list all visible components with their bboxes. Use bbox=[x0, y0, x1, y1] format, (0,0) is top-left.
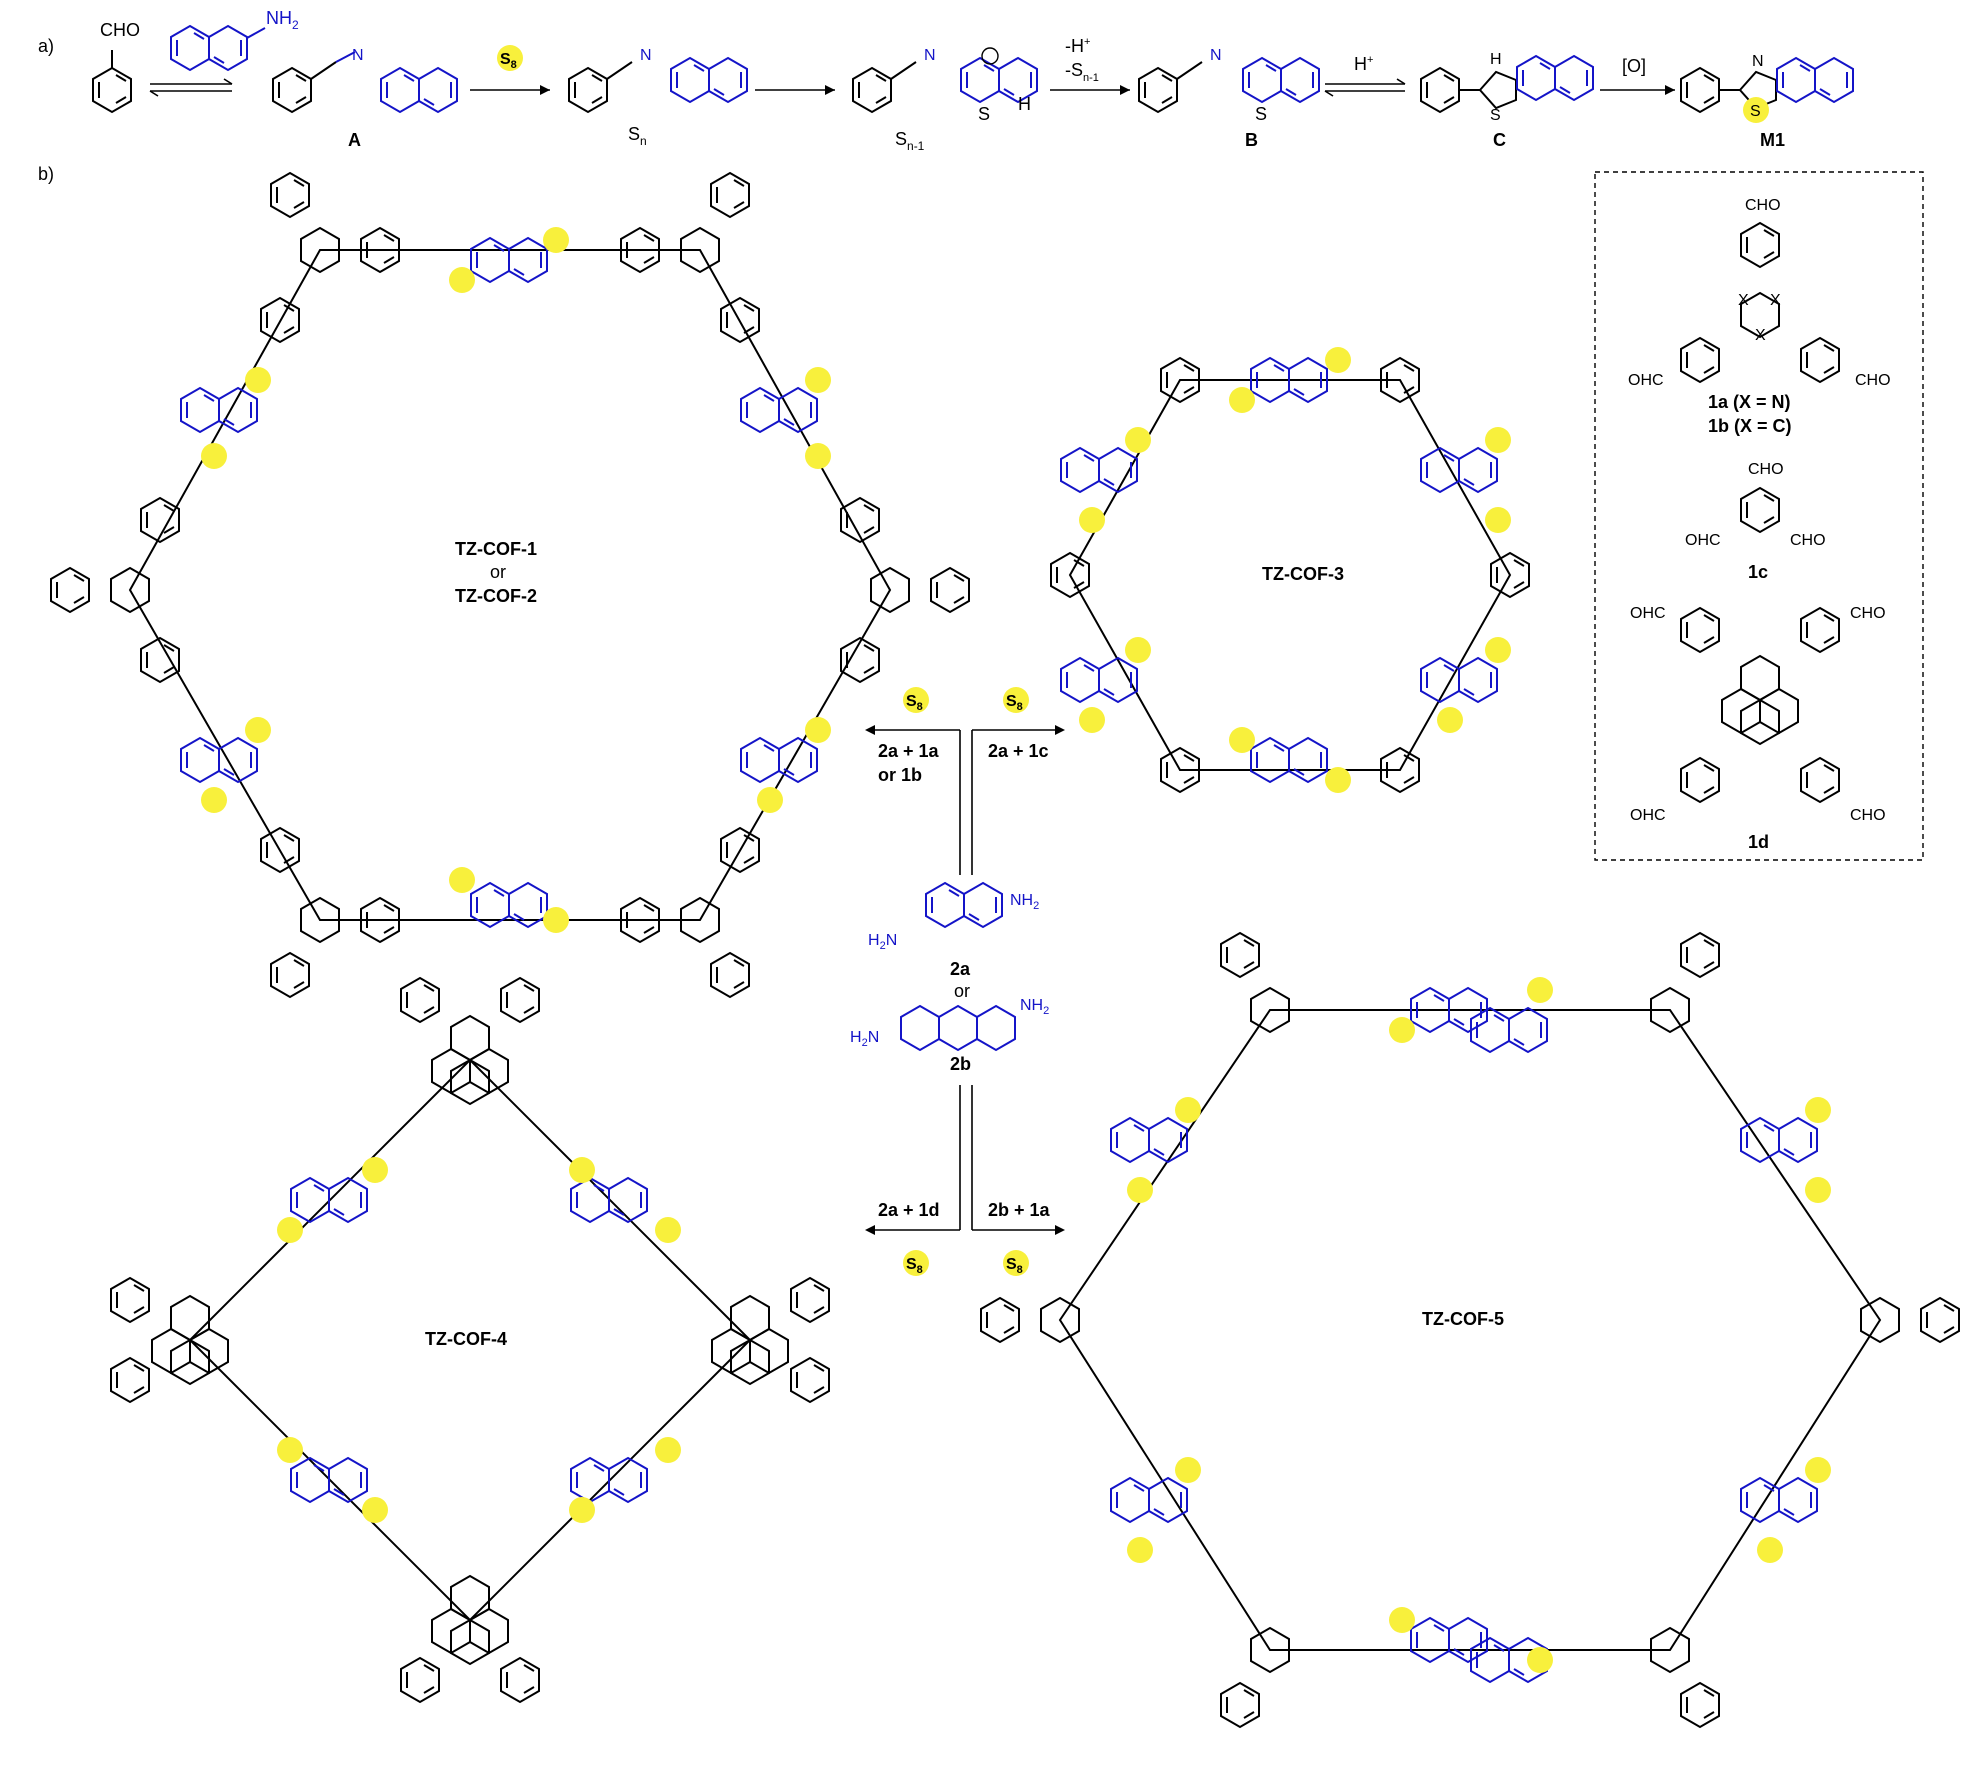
svg-text:H: H bbox=[1018, 94, 1031, 114]
svg-text:N: N bbox=[352, 47, 364, 64]
center-arrows-bottom bbox=[870, 1085, 1060, 1231]
svg-text:S8: S8 bbox=[500, 51, 517, 71]
equilibrium-arrow-1 bbox=[149, 78, 233, 97]
svg-text:S: S bbox=[978, 104, 990, 124]
svg-text:S8: S8 bbox=[1006, 1256, 1023, 1276]
condition-left-top-1: 2a + 1a bbox=[878, 741, 940, 761]
cof5-title: TZ-COF-5 bbox=[1422, 1309, 1504, 1329]
panel-label-a: a) bbox=[38, 36, 54, 56]
svg-text:[O]: [O] bbox=[1622, 56, 1646, 76]
svg-text:CHO: CHO bbox=[1790, 532, 1826, 549]
product-M1-structure: S N M1 bbox=[1680, 53, 1854, 150]
svg-text:NH2: NH2 bbox=[1010, 892, 1039, 912]
svg-text:CHO: CHO bbox=[1748, 461, 1784, 478]
svg-text:S8: S8 bbox=[906, 693, 923, 713]
label-C: C bbox=[1493, 130, 1506, 150]
label-A: A bbox=[348, 130, 361, 150]
svg-text:Sn-1: Sn-1 bbox=[895, 129, 925, 153]
label-1d: 1d bbox=[1748, 832, 1769, 852]
svg-text:NH2: NH2 bbox=[1020, 997, 1049, 1017]
svg-text:CHO: CHO bbox=[1850, 807, 1886, 824]
condition-right-top: 2a + 1c bbox=[988, 741, 1049, 761]
svg-text:H2N: H2N bbox=[850, 1029, 879, 1049]
svg-text:S8: S8 bbox=[1006, 693, 1023, 713]
monomer-legend-box bbox=[1594, 171, 1924, 861]
panel-label-b: b) bbox=[38, 164, 54, 184]
label-1a: 1a (X = N) bbox=[1708, 392, 1791, 412]
svg-text:OHC: OHC bbox=[1630, 605, 1666, 622]
imine-A-structure: N A bbox=[272, 47, 458, 150]
condition-right-bottom: 2b + 1a bbox=[988, 1200, 1051, 1220]
svg-text:X: X bbox=[1755, 327, 1766, 344]
cof4-title: TZ-COF-4 bbox=[425, 1329, 507, 1349]
svg-text:X: X bbox=[1738, 292, 1749, 309]
cho-label: CHO bbox=[100, 20, 140, 40]
svg-text:H2N: H2N bbox=[868, 932, 897, 952]
svg-text:X: X bbox=[1770, 292, 1781, 309]
svg-text:-H+: -H+ bbox=[1065, 36, 1090, 56]
svg-text:OHC: OHC bbox=[1630, 807, 1666, 824]
arrow-s8-1: S8 bbox=[470, 45, 550, 95]
cof12-title-line2: or bbox=[490, 562, 506, 582]
svg-text:CHO: CHO bbox=[1855, 372, 1891, 389]
cof3-title: TZ-COF-3 bbox=[1262, 564, 1344, 584]
cof-5-framework bbox=[980, 932, 1960, 1728]
naphthylamine-structure: NH2 bbox=[170, 8, 299, 71]
label-1c: 1c bbox=[1748, 562, 1768, 582]
svg-text:OHC: OHC bbox=[1628, 372, 1664, 389]
center-arrows-top bbox=[870, 729, 1060, 875]
cof-1-2-framework bbox=[50, 172, 970, 998]
cof-4-framework bbox=[110, 977, 830, 1703]
intermediate-B-structure: N S B bbox=[1138, 47, 1320, 150]
nh2-label: NH2 bbox=[266, 8, 299, 32]
label-2a: 2a bbox=[950, 959, 971, 979]
intermediate-C-structure: H S C bbox=[1420, 51, 1594, 150]
monomer-1a-1b-structure: CHO X X X OHC CHO bbox=[1628, 197, 1891, 389]
intermediate-1-structure: N Sn bbox=[568, 47, 748, 148]
label-2b: 2b bbox=[950, 1054, 971, 1074]
svg-text:S: S bbox=[1750, 103, 1761, 120]
svg-text:H: H bbox=[1490, 51, 1502, 68]
svg-text:N: N bbox=[1210, 47, 1222, 64]
arrow-oxidation: [O] bbox=[1600, 56, 1675, 95]
intermediate-2-structure: N Sn-1 S H bbox=[852, 47, 1038, 153]
equilibrium-arrow-2 bbox=[1324, 78, 1406, 97]
svg-text:N: N bbox=[640, 47, 652, 64]
svg-text:N: N bbox=[1752, 53, 1764, 70]
svg-text:CHO: CHO bbox=[1745, 197, 1781, 214]
cof12-title-line1: TZ-COF-1 bbox=[455, 539, 537, 559]
svg-text:N: N bbox=[924, 47, 936, 64]
label-1b: 1b (X = C) bbox=[1708, 416, 1792, 436]
monomer-2b-structure: H2N NH2 bbox=[850, 997, 1049, 1052]
svg-text:OHC: OHC bbox=[1685, 532, 1721, 549]
cof-3-framework bbox=[1050, 347, 1530, 793]
svg-text:S8: S8 bbox=[906, 1256, 923, 1276]
svg-text:-Sn-1: -Sn-1 bbox=[1065, 60, 1099, 84]
label-or: or bbox=[954, 981, 970, 1001]
cof12-title-line3: TZ-COF-2 bbox=[455, 586, 537, 606]
arrow-deprotonation: -H+ -Sn-1 bbox=[1050, 36, 1130, 95]
monomer-1c-structure: CHO OHC CHO bbox=[1685, 461, 1826, 549]
svg-text:S: S bbox=[1255, 104, 1267, 124]
label-M1: M1 bbox=[1760, 130, 1785, 150]
condition-left-bottom: 2a + 1d bbox=[878, 1200, 940, 1220]
monomer-1d-structure: OHC CHO OHC CHO bbox=[1630, 605, 1886, 824]
svg-text:S: S bbox=[1490, 107, 1501, 124]
benzaldehyde-structure: CHO bbox=[92, 20, 140, 113]
svg-text:CHO: CHO bbox=[1850, 605, 1886, 622]
svg-text:H+: H+ bbox=[1354, 54, 1373, 74]
sn-label: Sn bbox=[628, 124, 647, 148]
label-B: B bbox=[1245, 130, 1258, 150]
condition-left-top-2: or 1b bbox=[878, 765, 922, 785]
monomer-2a-structure: H2N NH2 bbox=[868, 882, 1039, 952]
